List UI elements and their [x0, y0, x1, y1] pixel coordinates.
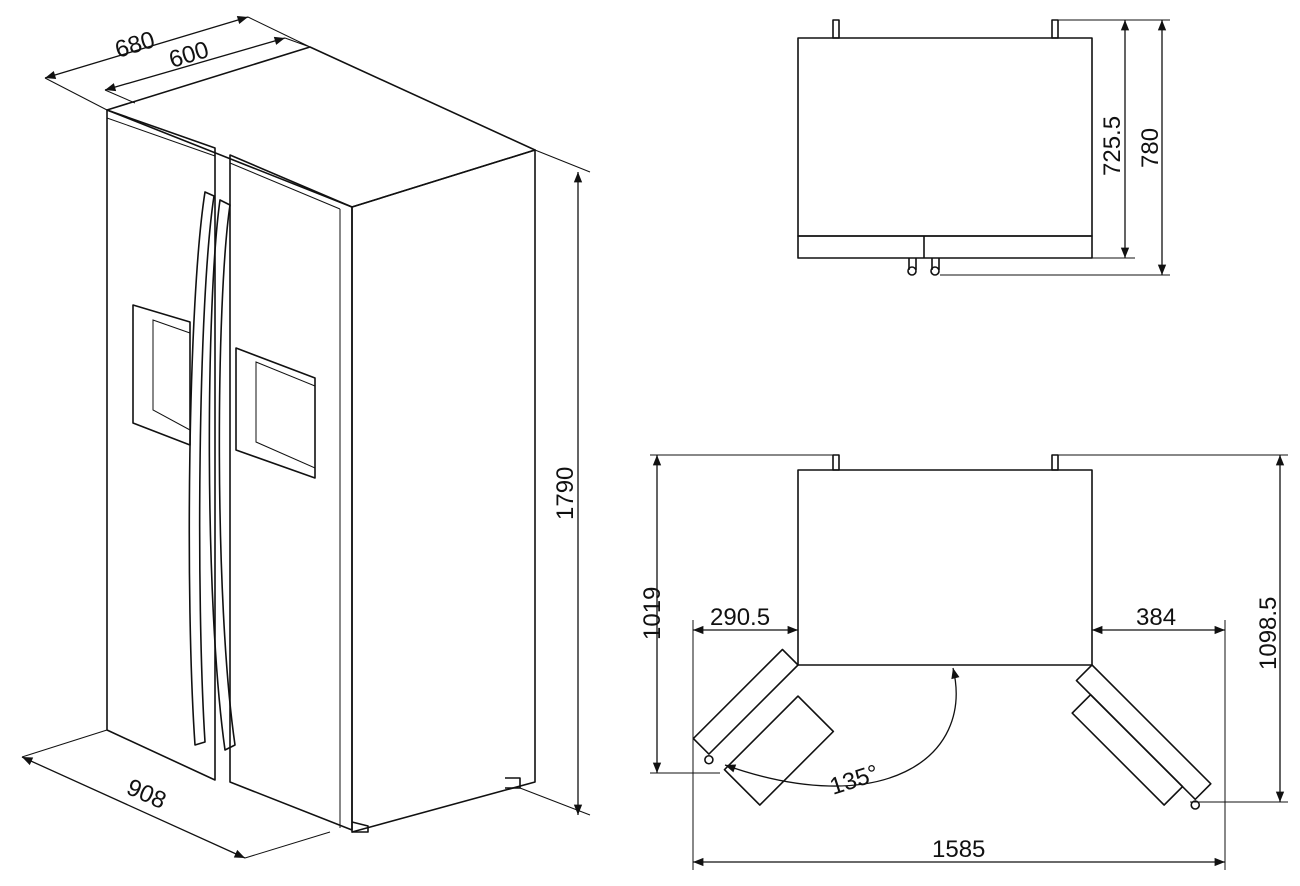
right-dispenser	[235, 347, 316, 479]
extension-lines	[21, 16, 591, 859]
label-width: 908	[123, 774, 171, 815]
fridge-feet	[351, 777, 521, 833]
fridge-side-face	[351, 149, 536, 833]
label-1098-5: 1098.5	[1255, 597, 1282, 670]
right-door-open	[1071, 664, 1212, 810]
label-1019: 1019	[639, 587, 666, 640]
fridge-perspective: 680 600 1790 908	[21, 16, 591, 859]
label-depth-total: 680	[112, 26, 158, 64]
left-dispenser	[132, 304, 191, 446]
label-725-5: 725.5	[1099, 116, 1126, 176]
top-view-closed: 725.5 780	[797, 19, 1170, 276]
extension-lines-top	[940, 19, 1170, 276]
dim-line-908	[21, 756, 246, 859]
extension-lines-open	[650, 454, 1288, 870]
hinge-left-open	[832, 454, 840, 471]
label-1585: 1585	[932, 836, 985, 863]
door-angle-arc	[724, 667, 960, 787]
handle-end-left	[907, 266, 917, 276]
left-dispenser-inner	[152, 319, 191, 431]
label-height: 1790	[552, 467, 579, 520]
hinge-right	[1051, 19, 1059, 39]
fridge-left-door	[106, 109, 216, 781]
label-290-5: 290.5	[710, 604, 770, 631]
right-dispenser-inner	[255, 361, 316, 469]
right-handle	[208, 199, 236, 751]
cabinet-top	[797, 37, 1093, 237]
label-384: 384	[1136, 604, 1176, 631]
left-handle	[188, 191, 215, 746]
dim-line-600	[104, 36, 286, 92]
fridge-right-door	[229, 154, 353, 831]
hinge-left	[832, 19, 840, 39]
door-top-edge	[106, 117, 341, 828]
handles	[908, 258, 940, 270]
door-strip	[797, 235, 1093, 259]
top-view-open: 1019 1098.5 290.5 384 135° 1585	[639, 454, 1288, 870]
cabinet-top-open	[797, 469, 1093, 666]
label-135-deg: 135°	[827, 760, 883, 801]
label-780: 780	[1137, 128, 1164, 168]
handle-end-right	[930, 266, 940, 276]
label-depth-body: 600	[166, 36, 212, 74]
hinge-right-open	[1051, 454, 1059, 471]
